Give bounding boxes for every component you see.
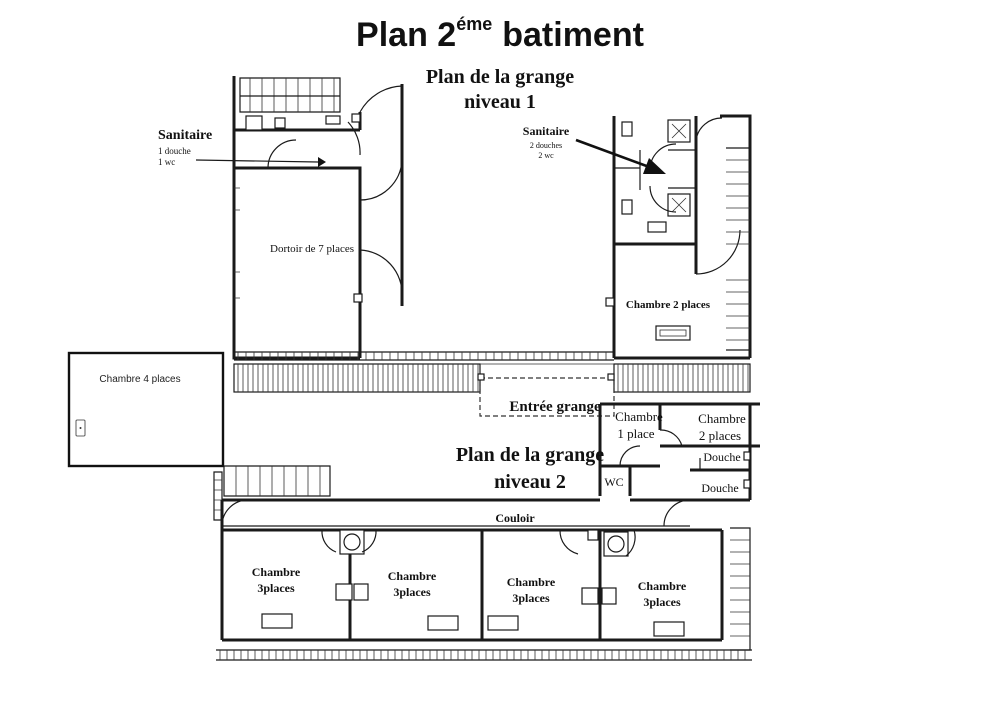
vent-left (351, 113, 361, 123)
wc-left (274, 117, 286, 129)
room-3-line-1: Chambre (507, 575, 556, 589)
sanitaire-right-detail-2: 2 wc (538, 151, 554, 160)
chambre-1-line-2: 1 place (617, 426, 654, 441)
railing-level-1 (234, 351, 614, 361)
level-2-plan: Chambre 1 place Chambre 2 places Douche … (213, 402, 760, 661)
chambre-2-lvl2-line-1: Chambre (698, 411, 746, 426)
douche-1-label: Douche (703, 450, 740, 464)
level-1-heading-line-1: Plan de la grange (426, 66, 574, 88)
bed-chambre-2 (655, 325, 691, 341)
dortoir-label: Dortoir de 7 places (270, 243, 354, 255)
floor-hatch-right (613, 363, 751, 393)
room-2-line-2: 3places (393, 585, 431, 599)
chambre-2-lvl2-line-2: 2 places (699, 428, 741, 443)
arrow-sanitaire-left (195, 159, 319, 163)
stair-level-2 (213, 465, 331, 521)
shower-left (245, 115, 263, 131)
room-fixtures (335, 529, 629, 605)
level-1-heading-line-2: niveau 1 (464, 91, 536, 113)
sanitaire-right-detail-1: 2 douches (530, 141, 562, 150)
vent-dortoir (353, 293, 363, 303)
level-2-heading-line-1: Plan de la grange (456, 444, 604, 466)
title-superscript: éme (456, 14, 492, 34)
chambre-4-places-room: Chambre 4 places (67, 351, 225, 468)
chambre-2-label: Chambre 2 places (626, 299, 711, 311)
room-1-line-1: Chambre (252, 565, 301, 579)
door-handle-icon (75, 419, 86, 437)
entree-grange-label: Entrée grange (509, 399, 601, 415)
sanitaire-left-detail-1: 1 douche (158, 146, 191, 156)
chambre-4-places-label: Chambre 4 places (99, 374, 180, 385)
floor-hatch-left (233, 363, 481, 393)
level-1-plan: Dortoir de 7 places Sanitaire 1 douche 1… (158, 66, 752, 417)
room-3-line-2: 3places (512, 591, 550, 605)
stair-right (726, 147, 751, 351)
arrow-sanitaire-right (575, 138, 653, 170)
room-4-line-2: 3places (643, 595, 681, 609)
stair-level-2-right (730, 527, 751, 651)
arrow-head-left (318, 157, 326, 167)
sanitaire-right-label: Sanitaire (523, 124, 570, 138)
vent-chambre-2 (605, 297, 615, 307)
entree-dashed-outline (479, 377, 615, 417)
couloir-label: Couloir (495, 511, 535, 525)
sanitaire-left-detail-2: 1 wc (158, 157, 175, 167)
room-beds (261, 613, 685, 637)
douche-2-label: Douche (701, 481, 738, 495)
chambre-1-line-1: Chambre (615, 409, 663, 424)
room-1-line-2: 3places (257, 581, 295, 595)
sink-left (325, 115, 341, 125)
railing-level-2 (216, 649, 752, 661)
level-2-heading-line-2: niveau 2 (494, 471, 566, 493)
room-2-line-1: Chambre (388, 569, 437, 583)
wc-label: WC (604, 475, 623, 489)
arrow-head-right (643, 158, 666, 174)
room-4-line-1: Chambre (638, 579, 687, 593)
sanitaire-left-label: Sanitaire (158, 128, 212, 143)
stair-left-top (239, 77, 341, 113)
sanitaire-right-fixtures (614, 119, 696, 233)
